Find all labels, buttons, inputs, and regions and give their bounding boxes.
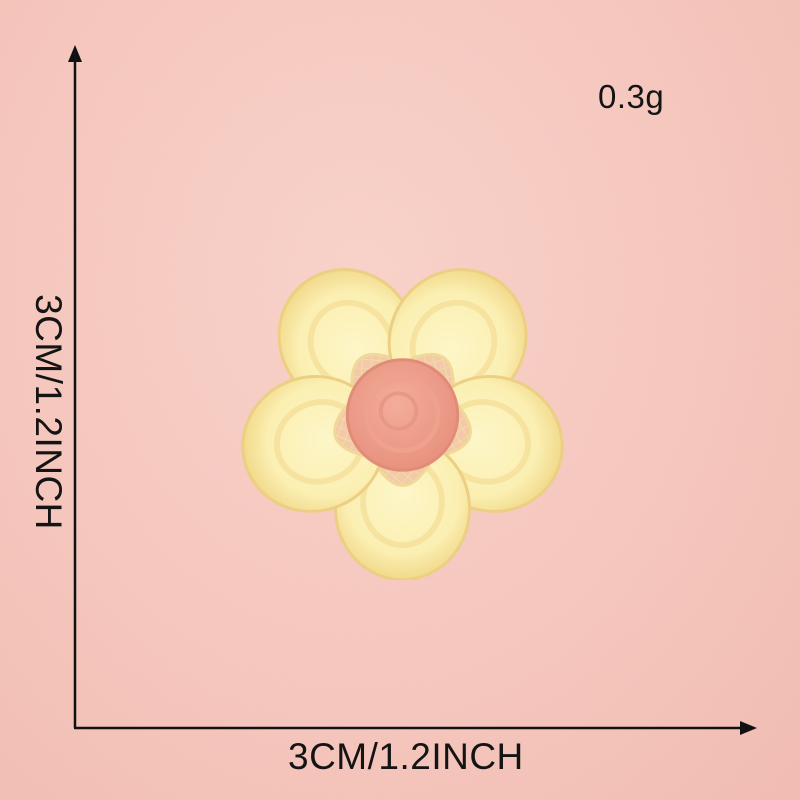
vertical-dimension-arrow bbox=[68, 45, 82, 728]
weight-label: 0.3g bbox=[598, 78, 665, 115]
flower-applique bbox=[225, 250, 580, 580]
height-dimension-label: 3CM/1.2INCH bbox=[28, 294, 69, 530]
horizontal-dimension-arrow bbox=[74, 721, 757, 735]
width-dimension-label: 3CM/1.2INCH bbox=[288, 736, 524, 777]
flower-center bbox=[345, 358, 460, 472]
